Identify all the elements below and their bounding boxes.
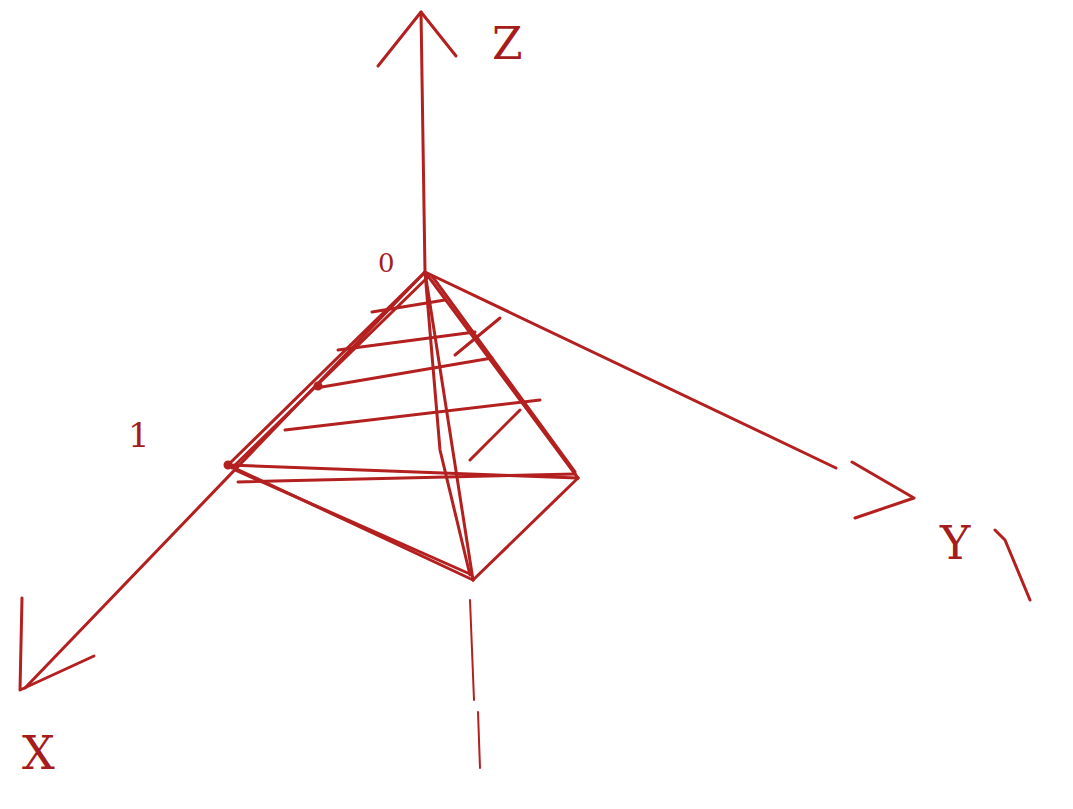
axis-label: Y bbox=[940, 520, 970, 566]
y-arrowhead bbox=[852, 462, 914, 518]
hatch-line bbox=[470, 410, 520, 460]
point-mark bbox=[225, 462, 231, 468]
drop-line bbox=[478, 712, 480, 768]
pyramid-edge bbox=[232, 276, 429, 468]
hatch-line bbox=[285, 400, 540, 430]
drop-line bbox=[470, 600, 474, 700]
pyramid-edge bbox=[425, 272, 578, 478]
axis-label: X bbox=[22, 730, 55, 776]
pyramid-edge bbox=[425, 272, 473, 580]
origin-label: 0 bbox=[378, 250, 395, 276]
hatch-line bbox=[455, 318, 500, 355]
point-mark bbox=[315, 383, 321, 389]
hatch-line bbox=[316, 358, 492, 388]
pyramid-edge bbox=[473, 478, 578, 580]
z-arrowhead bbox=[378, 12, 456, 66]
y-stroke bbox=[995, 530, 1030, 600]
pyramid-edge bbox=[432, 276, 575, 472]
z-axis bbox=[421, 12, 425, 272]
y-axis bbox=[425, 272, 836, 468]
hatch-line bbox=[372, 300, 445, 312]
pyramid-edge bbox=[238, 474, 575, 482]
hatch-line bbox=[338, 332, 475, 350]
pyramid-edge bbox=[425, 272, 470, 575]
pyramid-edge bbox=[235, 470, 470, 574]
pyramid-edge bbox=[228, 272, 425, 465]
x-arrowhead bbox=[20, 598, 94, 690]
axis-label: Z bbox=[492, 22, 523, 66]
tick-value: 1 bbox=[128, 418, 150, 452]
